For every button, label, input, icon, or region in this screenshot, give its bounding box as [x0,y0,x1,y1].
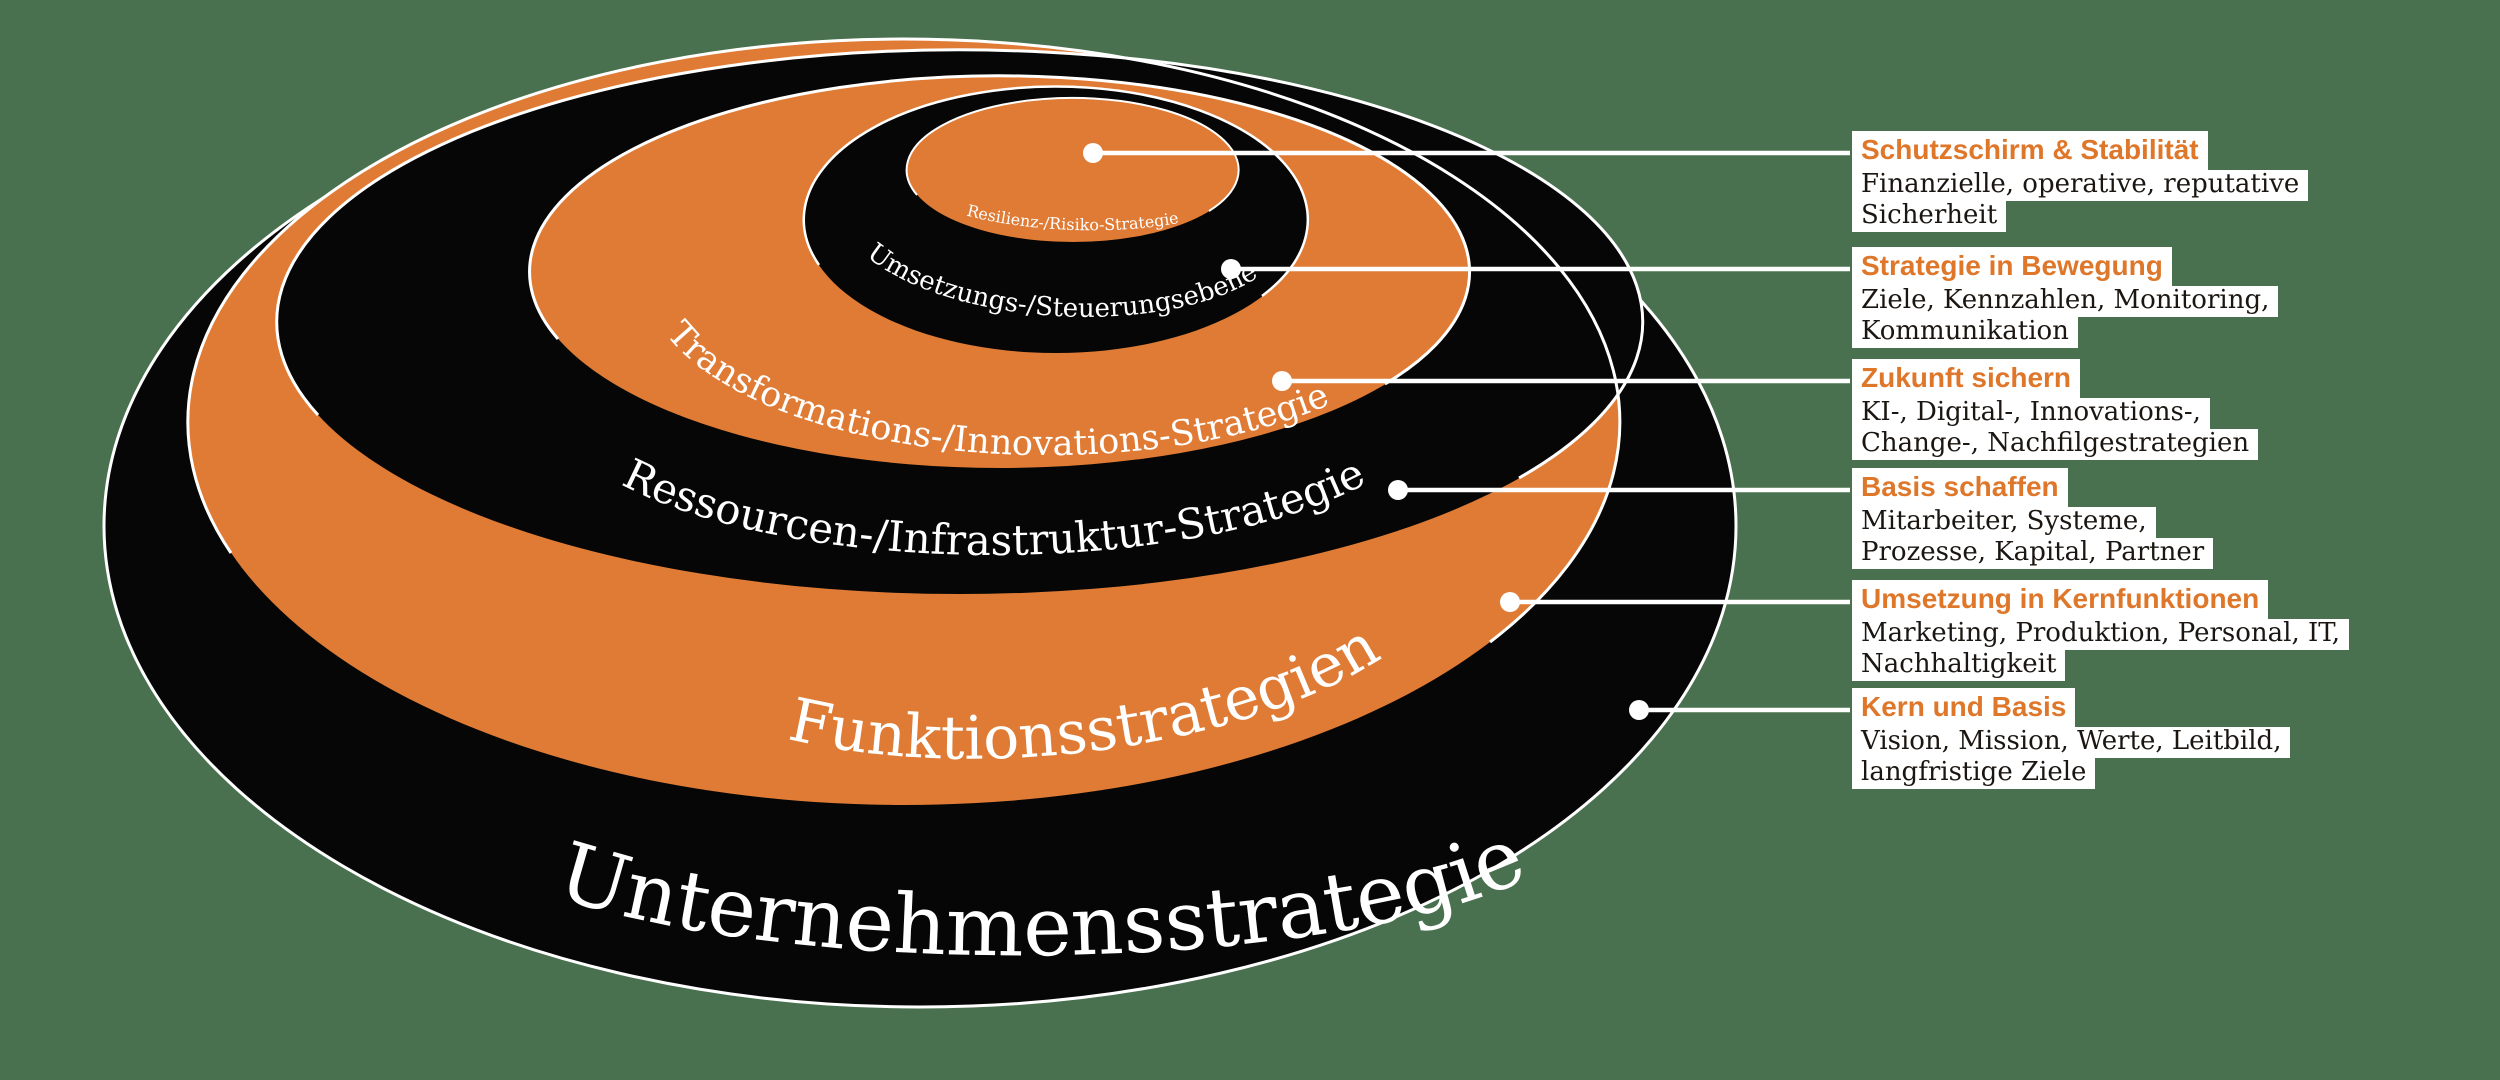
edge-arc-transformations [528,74,1472,386]
callout-title: Strategie in Bewegung [1852,247,2172,286]
callout-title: Kern und Basis [1852,688,2076,727]
callout-text-line: Nachhaltigkeit [1852,650,2066,681]
connector-dots [1083,143,1649,720]
callout-title: Basis schaffen [1852,468,2068,507]
callout-text-line: Change-, Nachfilgestrategien [1852,429,2259,460]
edge-arc-funktionsstrategien [186,37,1622,644]
callout-text-line: langfristige Ziele [1852,758,2096,789]
connector-dot-1 [1083,143,1103,163]
connector-dot-6 [1629,700,1649,720]
connector-lines [1093,150,1850,713]
connector-dot-5 [1500,592,1520,612]
connector-dot-4 [1388,480,1408,500]
callout-text-line: Marketing, Produktion, Personal, IT, [1852,619,2350,650]
edge-arc-resilienz [905,96,1240,212]
callout-text-line: Prozesse, Kapital, Partner [1852,538,2214,569]
callout-text-line: Finanzielle, operative, reputative [1852,170,2309,201]
connector-dot-3 [1272,371,1292,391]
callout-title: Schutzschirm & Stabilität [1852,131,2208,170]
edge-arc-ressourcen [275,48,1645,480]
callout-text-line: Sicherheit [1852,201,2007,232]
callout-text-line: Ziele, Kennzahlen, Monitoring, [1852,286,2279,317]
callout-text-line: Mitarbeiter, Systeme, [1852,507,2156,538]
tier-edge-highlights [186,37,1645,644]
edge-arc-umsetzungs [802,85,1310,297]
callout-title: Zukunft sichern [1852,359,2081,398]
callout-text-line: Kommunikation [1852,317,2078,348]
connector-dot-2 [1221,259,1241,279]
ring-ellipse-resilienz-risiko [907,98,1239,242]
callout-title: Umsetzung in Kernfunktionen [1852,580,2269,619]
callout-text-line: Vision, Mission, Werte, Leitbild, [1852,727,2291,758]
callout-text-line: KI-, Digital-, Innovations-, [1852,398,2210,429]
